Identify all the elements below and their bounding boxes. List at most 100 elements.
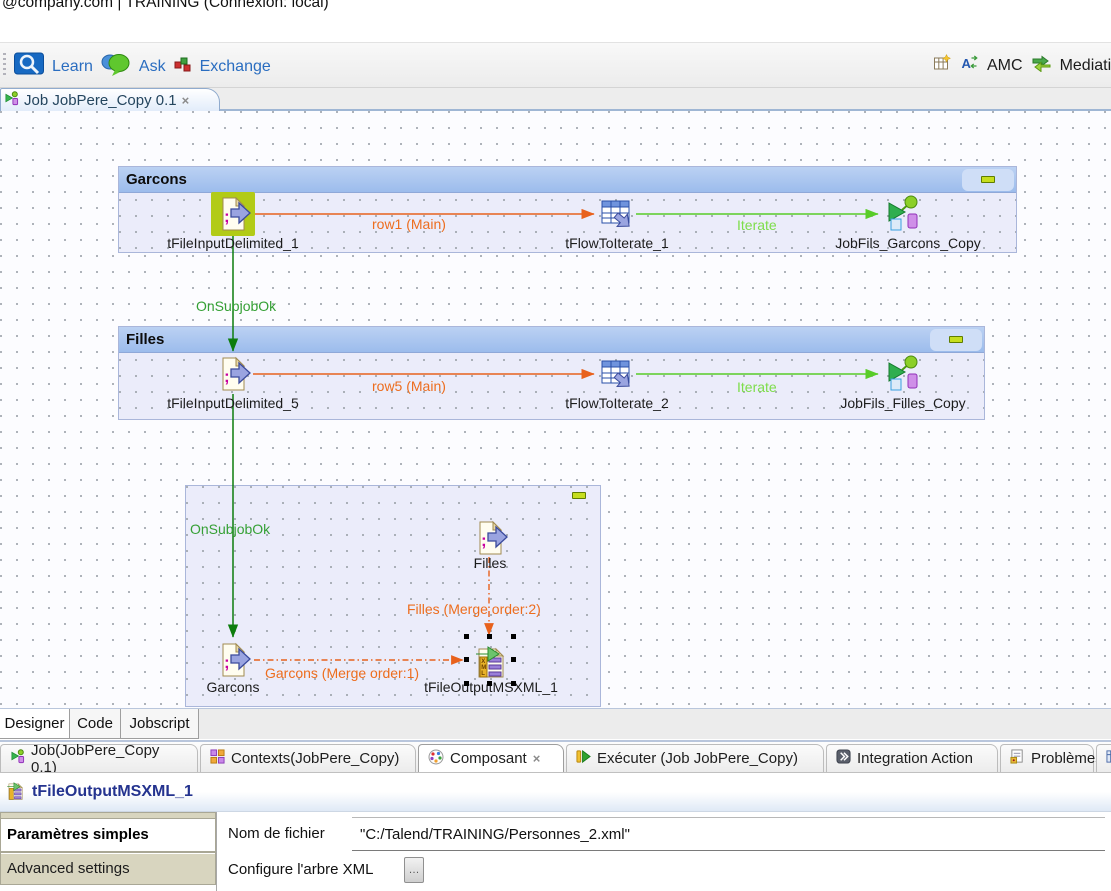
account-status-text: @company.com | TRAINING (Connexion: loca… [2, 0, 329, 11]
svg-text:L: L [481, 671, 485, 677]
exchange-link[interactable]: Exchange [199, 57, 271, 75]
subjob-garcons-title: Garcons [126, 171, 187, 188]
svg-text:;: ; [224, 207, 230, 226]
exchange-icon[interactable] [174, 56, 192, 78]
ask-icon[interactable] [101, 51, 131, 82]
collapse-minus-icon [981, 176, 995, 183]
component-label[interactable]: tFlowToIterate_1 [565, 235, 669, 251]
tfileinputdelimited-icon[interactable]: ; [215, 642, 251, 678]
component-label[interactable]: Filles [473, 555, 507, 571]
svg-text:;: ; [224, 653, 230, 672]
close-icon[interactable]: × [532, 751, 541, 766]
link-row1-label[interactable]: row1 (Main) [372, 216, 446, 232]
problems-icon [1010, 749, 1025, 768]
link-row5-label[interactable]: row5 (Main) [372, 378, 446, 394]
editor-tab-label: Job JobPere_Copy 0.1 [24, 91, 177, 109]
component-label[interactable]: JobFils_Filles_Copy [840, 395, 966, 411]
collapse-subjob-button[interactable] [930, 329, 982, 351]
svg-text:;: ; [224, 367, 230, 386]
tab-contexts-view[interactable]: Contexts(JobPere_Copy) [200, 744, 416, 772]
ask-link[interactable]: Ask [138, 57, 166, 75]
connection-lines [227, 208, 879, 665]
tab-label: Composant [450, 750, 527, 767]
toolbar-links: Learn Ask Exchange [14, 51, 271, 82]
close-icon[interactable]: × [181, 92, 190, 108]
section-parametres-simples[interactable]: Paramètres simples [0, 818, 216, 852]
collapse-minus-icon[interactable] [572, 492, 586, 499]
open-perspective-icon[interactable] [933, 53, 952, 77]
link-merge-garcons-label[interactable]: Garcons (Merge order:1) [265, 665, 420, 681]
tab-label: Job(JobPere_Copy 0.1) [31, 741, 160, 776]
tab-composant-view[interactable]: Composant × [418, 744, 564, 772]
job-icon [4, 90, 19, 110]
link-merge-filles-label[interactable]: Filles (Merge order:2) [407, 601, 541, 617]
tflowtoiterate-icon[interactable] [598, 356, 634, 392]
tab-integration-action-view[interactable]: Integration Action [826, 744, 998, 772]
component-label[interactable]: tFileInputDelimited_1 [167, 235, 299, 251]
job-design-canvas[interactable]: Garcons Filles [0, 111, 1111, 708]
component-label[interactable]: JobFils_Garcons_Copy [835, 235, 981, 251]
component-settings-panel: tFileOutputMSXML_1 Paramètres simples Ad… [0, 772, 1111, 891]
filename-input[interactable] [352, 818, 1105, 850]
link-iterate-label[interactable]: Iterate [737, 379, 777, 395]
link-onsubjobok-label[interactable]: OnSubjobOk [196, 298, 277, 314]
svg-text:X: X [481, 659, 485, 665]
tab-label: Exécuter (Job JobPere_Copy) [597, 750, 798, 767]
tab-executer-view[interactable]: Exécuter (Job JobPere_Copy) [566, 744, 824, 772]
component-label[interactable]: tFileOutputMSXML_1 [424, 679, 558, 695]
tab-jobscript[interactable]: Jobscript [121, 709, 199, 739]
tab-job-jobpere-copy[interactable]: Job JobPere_Copy 0.1 × [0, 88, 220, 111]
integration-action-icon [836, 749, 851, 768]
amc-perspective-icon[interactable]: A [960, 54, 979, 77]
tfileinputdelimited-icon[interactable]: ; [215, 356, 251, 392]
tfileinputdelimited-icon[interactable]: ; [215, 196, 251, 232]
collapse-subjob-button[interactable] [962, 169, 1014, 191]
job-icon [10, 749, 25, 768]
panel-divider [0, 739, 1111, 742]
perspective-switcher: A AMC Mediati. [933, 53, 1111, 77]
toolbar-drag-handle[interactable] [3, 53, 6, 77]
filename-field[interactable] [352, 817, 1105, 851]
tab-code[interactable]: Code [70, 709, 121, 739]
module-icon [1106, 749, 1111, 768]
tfileoutputmsxml-icon[interactable]: X M L [472, 642, 508, 678]
component-palette-icon [428, 749, 444, 769]
tab-label: Integration Action [857, 750, 973, 767]
svg-text:A: A [962, 56, 972, 71]
run-icon [576, 749, 591, 768]
contexts-icon [210, 749, 225, 768]
xml-tree-label: Configure l'arbre XML [228, 861, 374, 878]
subjob-merge[interactable] [185, 485, 601, 707]
amc-perspective-label[interactable]: AMC [987, 56, 1023, 74]
main-toolbar: Learn Ask Exchange A AMC Mediati. [0, 42, 1111, 88]
link-onsubjobok-label[interactable]: OnSubjobOk [190, 521, 271, 537]
trunjob-icon[interactable] [884, 355, 920, 391]
tab-label: Contexts(JobPere_Copy) [231, 750, 400, 767]
tab-job-view[interactable]: Job(JobPere_Copy 0.1) [0, 742, 198, 776]
component-label[interactable]: tFlowToIterate_2 [565, 395, 669, 411]
filename-label: Nom de fichier [228, 825, 325, 842]
tab-partial[interactable] [1096, 744, 1111, 772]
tfileoutputmsxml-mini-icon [5, 780, 25, 805]
subjob-filles-header: Filles [119, 327, 984, 353]
trunjob-icon[interactable] [884, 195, 920, 231]
mediation-perspective-label[interactable]: Mediati. [1059, 56, 1111, 74]
tab-problemes-view[interactable]: Problèmes [1000, 744, 1103, 772]
component-label[interactable]: tFileInputDelimited_5 [167, 395, 299, 411]
tab-designer[interactable]: Designer [0, 709, 70, 739]
tflowtoiterate-icon[interactable] [598, 196, 634, 232]
collapse-minus-icon [949, 336, 963, 343]
selection-handles[interactable] [464, 634, 516, 686]
configure-xml-tree-button[interactable]: … [404, 857, 424, 883]
section-advanced-settings[interactable]: Advanced settings [0, 852, 216, 885]
learn-link[interactable]: Learn [52, 57, 93, 75]
component-label[interactable]: Garcons [206, 679, 260, 695]
link-iterate-label[interactable]: Iterate [737, 217, 777, 233]
subjob-garcons-header: Garcons [119, 167, 1016, 193]
editor-tab-bar: Job JobPere_Copy 0.1 × [0, 88, 1111, 111]
mediation-perspective-icon[interactable] [1031, 55, 1052, 77]
tfileinputdelimited-icon[interactable]: ; [472, 520, 508, 556]
subjob-filles[interactable]: Filles [118, 326, 985, 420]
learn-icon[interactable] [14, 51, 44, 82]
